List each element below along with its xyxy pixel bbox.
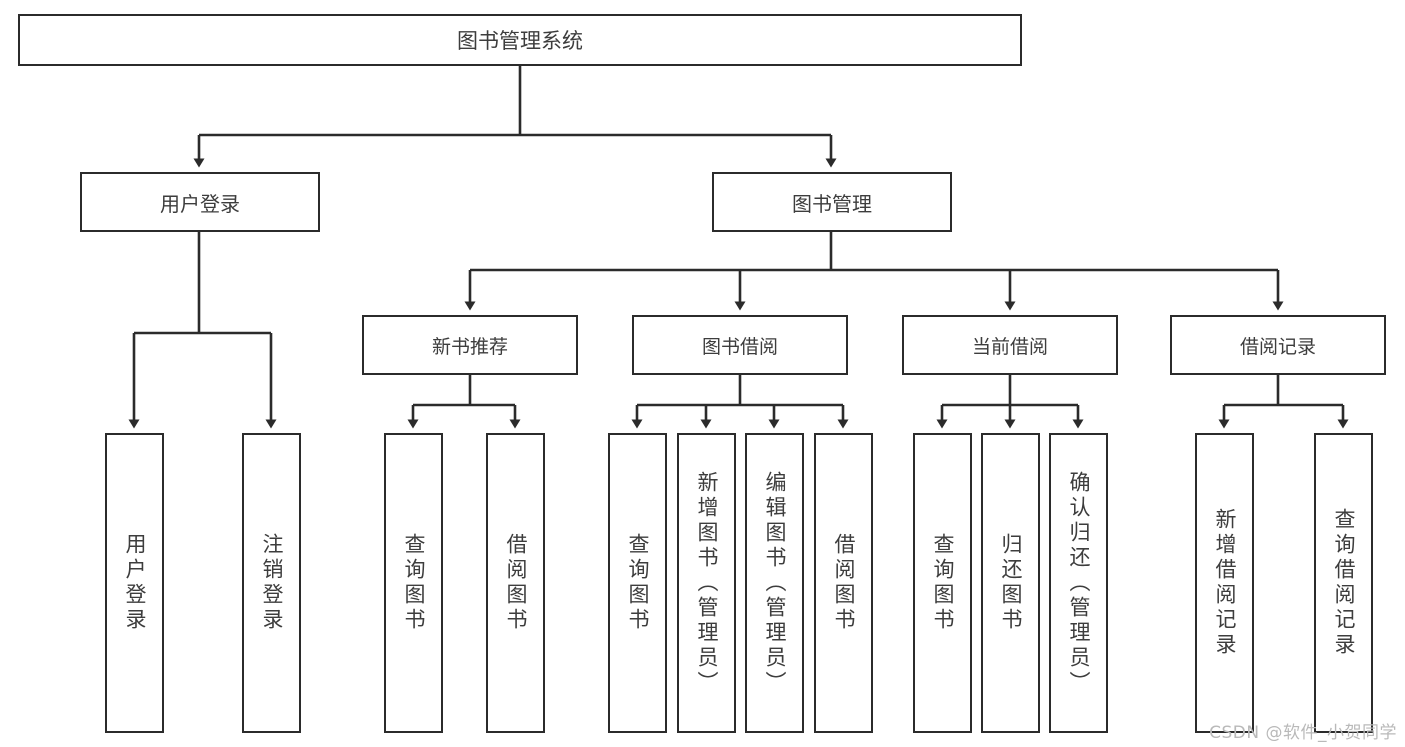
- leaf-borrow-add-book-admin[interactable]: 新增图书（管理员）: [677, 433, 736, 733]
- leaf-label: 归还图书: [999, 533, 1023, 633]
- node-borrow-record[interactable]: 借阅记录: [1170, 315, 1386, 375]
- leaf-borrow-edit-book-admin[interactable]: 编辑图书（管理员）: [745, 433, 804, 733]
- leaf-label: 查询图书: [931, 533, 955, 633]
- leaf-label: 编辑图书（管理员）: [763, 470, 787, 696]
- node-book-management[interactable]: 图书管理: [712, 172, 952, 232]
- leaf-record-add-record[interactable]: 新增借阅记录: [1195, 433, 1254, 733]
- node-root[interactable]: 图书管理系统: [18, 14, 1022, 66]
- leaf-label: 新增图书（管理员）: [695, 470, 719, 696]
- node-book-management-label: 图书管理: [792, 191, 872, 216]
- node-book-borrow-label: 图书借阅: [701, 335, 778, 358]
- leaf-label: 确认归还（管理员）: [1067, 470, 1091, 696]
- leaf-label: 借阅图书: [504, 533, 528, 633]
- leaf-label: 新增借阅记录: [1213, 508, 1237, 658]
- node-root-label: 图书管理系统: [457, 29, 583, 53]
- leaf-record-query-record[interactable]: 查询借阅记录: [1314, 433, 1373, 733]
- leaf-user-login-login[interactable]: 用户登录: [105, 433, 164, 733]
- leaf-label: 借阅图书: [832, 533, 856, 633]
- node-borrow-record-label: 借阅记录: [1239, 335, 1316, 358]
- node-new-book-recommend-label: 新书推荐: [431, 335, 508, 358]
- leaf-current-confirm-return-admin[interactable]: 确认归还（管理员）: [1049, 433, 1108, 733]
- leaf-borrow-borrow-book[interactable]: 借阅图书: [814, 433, 873, 733]
- node-book-borrow[interactable]: 图书借阅: [632, 315, 848, 375]
- leaf-label: 查询图书: [402, 533, 426, 633]
- node-current-borrow-label: 当前借阅: [971, 335, 1048, 358]
- leaf-borrow-query-book[interactable]: 查询图书: [608, 433, 667, 733]
- node-new-book-recommend[interactable]: 新书推荐: [362, 315, 578, 375]
- leaf-current-return-book[interactable]: 归还图书: [981, 433, 1040, 733]
- leaf-label: 查询图书: [626, 533, 650, 633]
- leaf-current-query-book[interactable]: 查询图书: [913, 433, 972, 733]
- leaf-label: 用户登录: [123, 533, 147, 633]
- leaf-recommend-query-book[interactable]: 查询图书: [384, 433, 443, 733]
- leaf-user-login-logout[interactable]: 注销登录: [242, 433, 301, 733]
- node-current-borrow[interactable]: 当前借阅: [902, 315, 1118, 375]
- leaf-recommend-borrow-book[interactable]: 借阅图书: [486, 433, 545, 733]
- leaf-label: 查询借阅记录: [1332, 508, 1356, 658]
- leaf-label: 注销登录: [260, 533, 284, 633]
- watermark: CSDN @软件_小贺同学: [1209, 723, 1397, 743]
- node-user-login[interactable]: 用户登录: [80, 172, 320, 232]
- node-user-login-label: 用户登录: [160, 191, 240, 216]
